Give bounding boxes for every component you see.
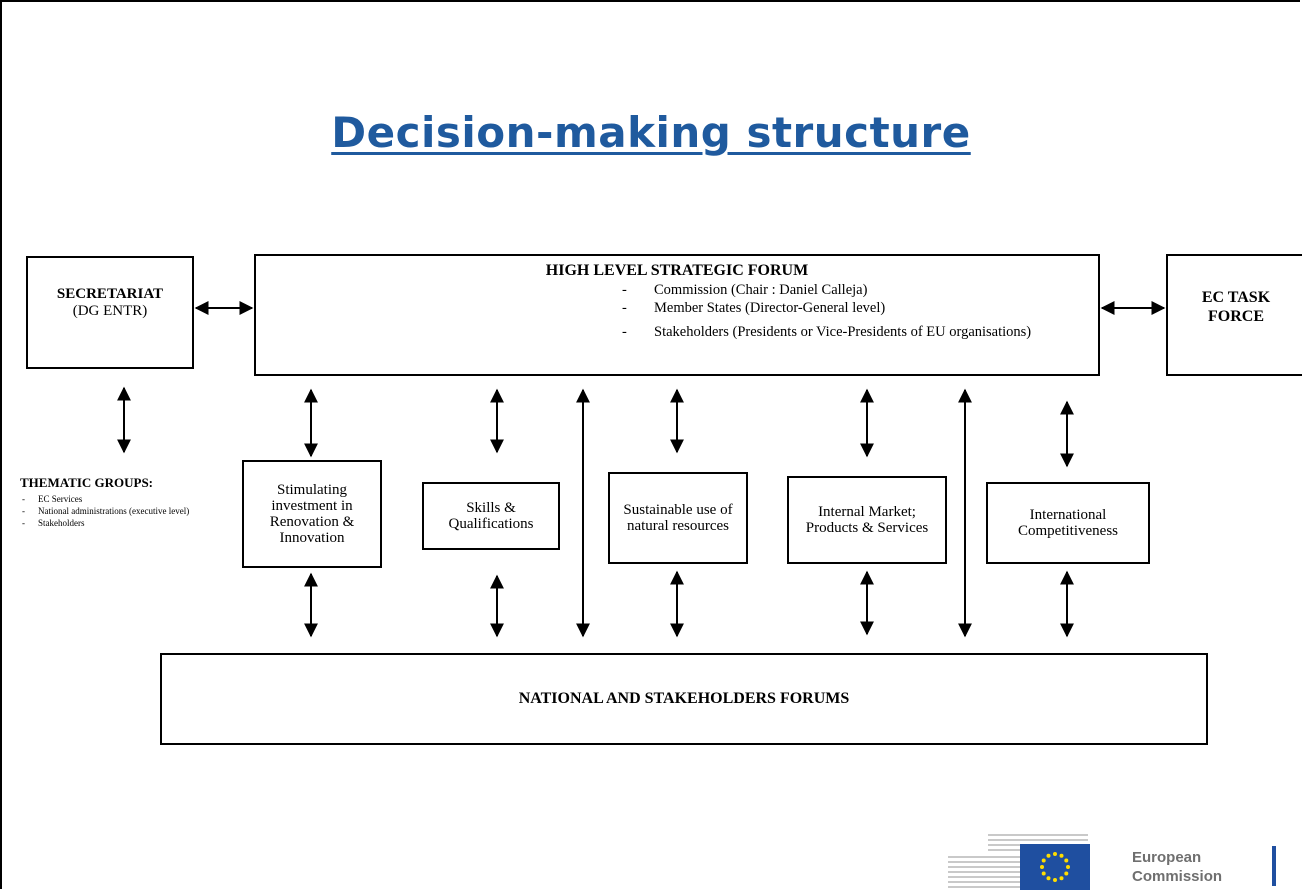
secretariat-sublabel: (DG ENTR) bbox=[72, 303, 148, 319]
group-sustainable-resources: Sustainable use of natural resources bbox=[608, 472, 748, 564]
eu-flag-icon bbox=[1020, 844, 1090, 890]
group-sustainable-resources-label: Sustainable use of natural resources bbox=[623, 502, 733, 534]
national-stakeholders-forums-label: NATIONAL AND STAKEHOLDERS FORUMS bbox=[518, 690, 850, 707]
group-skills-qualifications: Skills & Qualifications bbox=[422, 482, 560, 550]
hlsf-members-list: Commission (Chair : Daniel Calleja) Memb… bbox=[622, 282, 1062, 342]
thematic-item-ec-services: EC Services bbox=[20, 493, 198, 505]
logo-line-2: Commission bbox=[1132, 868, 1223, 885]
hlsf-member-stakeholders: Stakeholders (Presidents or Vice-Preside… bbox=[622, 324, 1062, 340]
hlsf-title: HIGH LEVEL STRATEGIC FORUM bbox=[545, 262, 809, 279]
ec-task-force-label-1: EC TASK bbox=[1201, 289, 1271, 306]
group-internal-market-label: Internal Market; Products & Services bbox=[805, 504, 929, 536]
ec-task-force-label-2: FORCE bbox=[1208, 308, 1264, 325]
european-commission-logo: European Commission bbox=[948, 826, 1282, 890]
secretariat-box: SECRETARIAT (DG ENTR) bbox=[26, 256, 194, 369]
thematic-groups-legend: THEMATIC GROUPS: EC Services National ad… bbox=[20, 475, 198, 529]
secretariat-label: SECRETARIAT bbox=[56, 286, 164, 302]
hlsf-member-commission: Commission (Chair : Daniel Calleja) bbox=[622, 282, 1062, 298]
ec-task-force-box: EC TASK FORCE bbox=[1166, 254, 1302, 376]
thematic-groups-list: EC Services National administrations (ex… bbox=[20, 493, 198, 529]
group-skills-qualifications-label: Skills & Qualifications bbox=[448, 500, 534, 532]
page-title: Decision-making structure bbox=[331, 108, 971, 157]
group-internal-market: Internal Market; Products & Services bbox=[787, 476, 947, 564]
group-renovation-innovation: Stimulating investment in Renovation & I… bbox=[242, 460, 382, 568]
group-international-competitiveness: International Competitiveness bbox=[986, 482, 1150, 564]
national-stakeholders-forums-box: NATIONAL AND STAKEHOLDERS FORUMS bbox=[160, 653, 1208, 745]
high-level-strategic-forum-box: HIGH LEVEL STRATEGIC FORUM Commission (C… bbox=[254, 254, 1100, 376]
group-international-competitiveness-label: International Competitiveness bbox=[1018, 507, 1118, 539]
logo-line-1: European bbox=[1132, 849, 1202, 866]
hlsf-member-states: Member States (Director-General level) bbox=[622, 300, 1062, 316]
logo-accent-bar bbox=[1272, 846, 1276, 886]
thematic-item-stakeholders: Stakeholders bbox=[20, 517, 198, 529]
thematic-item-national-admin: National administrations (executive leve… bbox=[20, 505, 198, 517]
logo-wordmark: European Commission bbox=[1132, 848, 1222, 886]
thematic-groups-heading: THEMATIC GROUPS: bbox=[20, 475, 154, 490]
group-renovation-innovation-label: Stimulating investment in Renovation & I… bbox=[269, 482, 355, 546]
